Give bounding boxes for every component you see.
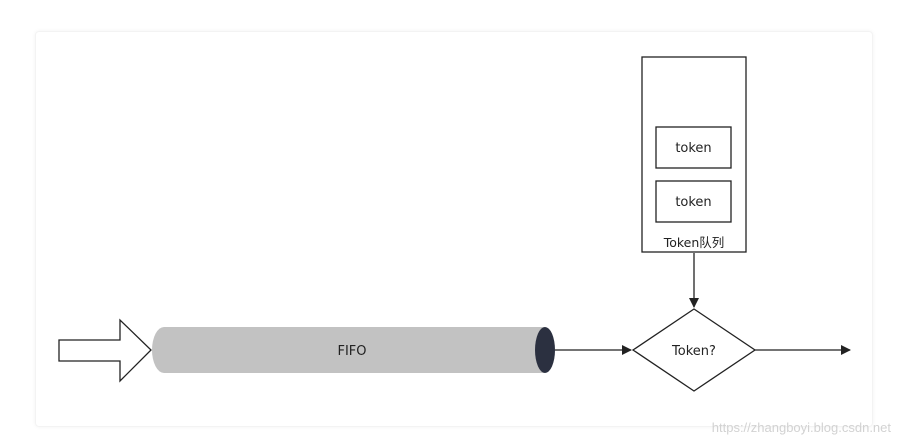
- token-queue-label: Token队列: [663, 235, 725, 250]
- fifo-label: FIFO: [337, 344, 366, 359]
- token-box: [655, 180, 732, 223]
- fifo-pipe: FIFO: [152, 327, 555, 373]
- watermark: https://zhangboyi.blog.csdn.net: [711, 420, 891, 435]
- token-label: token: [675, 141, 711, 156]
- token-box: [655, 126, 732, 169]
- decision-label: Token?: [671, 344, 716, 359]
- token-decision: Token?: [631, 308, 757, 392]
- input-flow-arrow: [58, 318, 152, 383]
- fifo-pipe-end: [535, 327, 555, 373]
- decision-diamond: [631, 308, 757, 392]
- token-label: token: [675, 195, 711, 210]
- token-queue: token token Token队列: [641, 56, 747, 253]
- fifo-pipe-body: [152, 327, 545, 373]
